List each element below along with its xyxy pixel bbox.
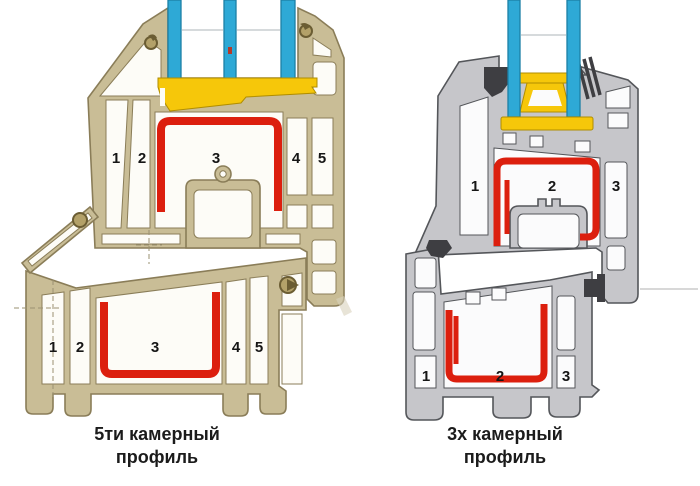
- left-caption-line2: профиль: [116, 447, 198, 467]
- left-lower-chamber-label-2: 2: [76, 339, 84, 356]
- right-column-cavity-a: [605, 85, 631, 109]
- right-seam-mark: [336, 296, 352, 316]
- left-upper-chamber-label-3: 3: [212, 150, 220, 167]
- left-column-cavity-a: [311, 239, 337, 265]
- left-sash-small-cavity-a: [286, 204, 308, 229]
- left-frame-chamber-3-cavity: [95, 281, 223, 385]
- left-glass-pane-2: [223, 0, 237, 81]
- right-glazing-bar: [500, 116, 594, 131]
- right-gaskets: [426, 67, 605, 302]
- right-glazing-bead: [500, 116, 594, 131]
- left-lower-reinforcement-channel: [100, 292, 220, 378]
- right-reinforcement: [445, 157, 600, 383]
- left-sash-bottom-slot-b: [265, 233, 301, 245]
- right-sash-center-cavity: [517, 213, 580, 249]
- left-sash-chamber-5: [311, 117, 334, 196]
- right-frame-chamber-3: [556, 355, 576, 389]
- left-column-cavity-b: [311, 270, 337, 295]
- left-chamber-numbers: 1 2 3 4 5 1 2 3 4 5: [49, 150, 326, 356]
- left-frame-right-cavity-b: [281, 313, 303, 385]
- right-frame-cavity-b: [412, 291, 436, 351]
- right-lower-reinforcement-channel: [445, 304, 548, 383]
- right-lock-gasket: [584, 274, 605, 302]
- right-frame-cavity-a: [414, 257, 437, 289]
- right-profile-3-chamber: 1 2 3 1 2 3 3х камерный профиль: [336, 0, 698, 467]
- right-glass-pane-2: [566, 0, 581, 118]
- left-sash-chamber-4: [286, 117, 308, 196]
- left-hardware: [72, 23, 313, 294]
- left-sash-hook-hole: [219, 170, 227, 178]
- left-glazing-slot: [160, 88, 165, 106]
- left-sash-center-cavity: [193, 189, 253, 239]
- right-frame-chamber-2-cavity: [443, 285, 553, 389]
- left-sash-chamber-1: [105, 99, 129, 229]
- left-frame-chamber-2: [69, 287, 91, 385]
- left-reinforcement: [100, 117, 282, 378]
- left-sash-chamber-2: [126, 99, 151, 229]
- left-pvc-body: [20, 6, 345, 417]
- left-upper-chamber-label-2: 2: [138, 150, 146, 167]
- left-lower-chamber-label-3: 3: [151, 339, 159, 356]
- right-spacer-trapezoid-cavity: [528, 90, 562, 106]
- right-sash-slot-b: [529, 135, 544, 148]
- right-lower-chamber-label-3: 3: [562, 368, 570, 385]
- right-frame-cavity-c: [556, 295, 576, 351]
- left-glass-pane-1: [167, 0, 182, 81]
- right-lower-chamber-label-2: 2: [496, 368, 504, 385]
- right-frame-chamber-1: [414, 355, 437, 389]
- left-upper-reinforcement-channel: [157, 117, 282, 212]
- right-caption-line1: 3х камерный: [447, 424, 563, 444]
- right-frame-slot-b: [491, 287, 507, 301]
- left-ear-screw-right-hook: [300, 23, 310, 30]
- left-glass-pane-3: [280, 0, 296, 81]
- right-glass-pane-1: [507, 0, 521, 118]
- right-sash-slot-a: [502, 132, 517, 145]
- right-glazing: [507, 0, 581, 118]
- right-upper-chamber-label-1: 1: [471, 178, 479, 195]
- right-upper-chamber-label-2: 2: [548, 178, 556, 195]
- left-lock-arrow: [287, 279, 299, 291]
- left-glazing: [167, 0, 296, 81]
- right-spacer-band: [514, 72, 574, 84]
- right-sash-slot-c: [574, 140, 591, 153]
- right-frame-slot-a: [465, 291, 481, 305]
- left-frame-chamber-5: [249, 275, 269, 385]
- left-sash-bottom-slot-a: [101, 233, 181, 245]
- left-wing-screw: [72, 212, 88, 228]
- right-caption-line2: профиль: [464, 447, 546, 467]
- right-column-cavity-b: [607, 112, 629, 129]
- right-lower-chamber-label-1: 1: [422, 368, 430, 385]
- left-glass-mark: [228, 47, 232, 54]
- left-upper-chamber-label-4: 4: [292, 150, 301, 167]
- right-sash-chamber-1: [459, 96, 489, 236]
- right-sash-chamber-3: [604, 161, 628, 239]
- right-junction-gasket: [426, 240, 452, 258]
- left-ear-screw-hook: [148, 34, 157, 41]
- right-glass-gasket-left: [484, 67, 508, 97]
- left-frame-chamber-4: [225, 278, 247, 385]
- left-caption-line1: 5ти камерный: [94, 424, 220, 444]
- left-lower-chamber-label-5: 5: [255, 339, 263, 356]
- left-upper-chamber-label-1: 1: [112, 150, 120, 167]
- left-upper-chamber-label-5: 5: [318, 150, 326, 167]
- left-profile-5-chamber: 1 2 3 4 5 1 2 3 4 5 5ти камерный профиль: [14, 0, 345, 467]
- left-lower-chamber-label-1: 1: [49, 339, 57, 356]
- right-chamber-numbers: 1 2 3 1 2 3: [422, 178, 620, 385]
- right-upper-reinforcement-channel: [493, 157, 600, 246]
- left-lower-chamber-label-4: 4: [232, 339, 241, 356]
- left-sash-small-cavity-b: [311, 204, 334, 229]
- left-sash-corner-cavity: [98, 39, 162, 97]
- right-upper-chamber-label-3: 3: [612, 178, 620, 195]
- left-ear-cavity: [312, 37, 332, 58]
- right-column-cavity-c: [606, 245, 626, 271]
